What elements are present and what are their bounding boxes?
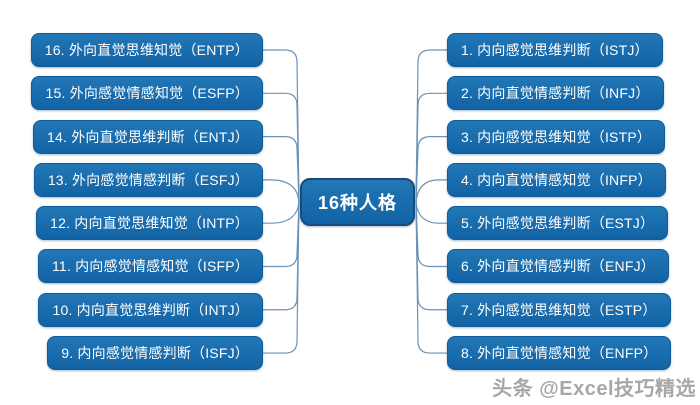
branch-node-istp[interactable]: 3. 内向感觉思维知觉（ISTP） bbox=[447, 119, 666, 154]
branch-node-enfp[interactable]: 8. 外向直觉情感知觉（ENFP） bbox=[447, 336, 672, 371]
left-branch-column: 16. 外向直觉思维知觉（ENTP） 15. 外向感觉情感知觉（ESFP） 14… bbox=[0, 33, 263, 371]
branch-node-esfj[interactable]: 13. 外向感觉情感判断（ESFJ） bbox=[33, 162, 263, 197]
branch-node-entp[interactable]: 16. 外向直觉思维知觉（ENTP） bbox=[30, 33, 263, 67]
branch-node-estj[interactable]: 5. 外向感觉思维判断（ESTJ） bbox=[447, 206, 669, 241]
branch-node-isfp[interactable]: 11. 内向感觉情感知觉（ISFP） bbox=[37, 249, 263, 284]
watermark: 头条 @Excel技巧精选 bbox=[492, 378, 696, 400]
branch-node-isfj[interactable]: 9. 内向感觉情感判断（ISFJ） bbox=[47, 336, 263, 371]
branch-node-istj[interactable]: 1. 内向感觉思维判断（ISTJ） bbox=[447, 33, 663, 67]
branch-node-infp[interactable]: 4. 内向直觉情感知觉（INFP） bbox=[447, 162, 666, 197]
right-branch-column: 1. 内向感觉思维判断（ISTJ） 2. 内向直觉情感判断（INFJ） 3. 内… bbox=[447, 33, 700, 371]
branch-node-enfj[interactable]: 6. 外向直觉情感判断（ENFJ） bbox=[447, 249, 669, 284]
root-node[interactable]: 16种人格 bbox=[300, 178, 415, 226]
branch-node-intp[interactable]: 12. 内向直觉思维知觉（INTP） bbox=[36, 206, 263, 241]
branch-node-esfp[interactable]: 15. 外向感觉情感知觉（ESFP） bbox=[31, 76, 263, 111]
branch-node-intj[interactable]: 10. 内向直觉思维判断（INTJ） bbox=[38, 292, 263, 327]
branch-node-estp[interactable]: 7. 外向感觉思维知觉（ESTP） bbox=[447, 292, 671, 327]
branch-node-entj[interactable]: 14. 外向直觉思维判断（ENTJ） bbox=[33, 119, 263, 154]
branch-node-infj[interactable]: 2. 内向直觉情感判断（INFJ） bbox=[447, 76, 664, 111]
